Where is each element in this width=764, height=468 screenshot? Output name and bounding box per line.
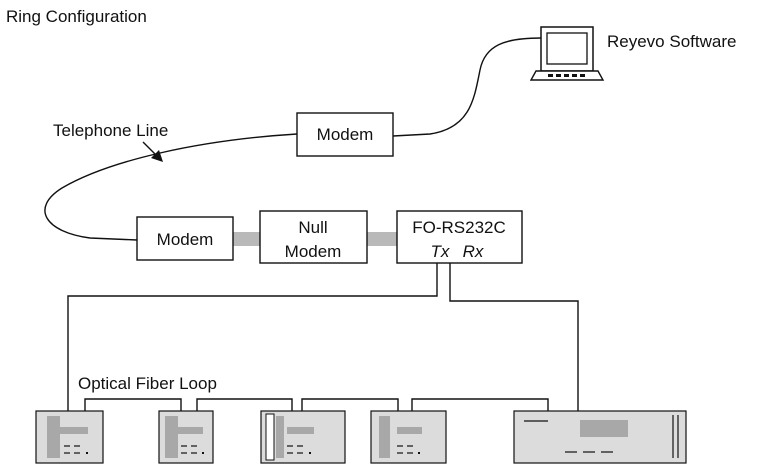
telephone-line	[44, 133, 298, 241]
modem-left-box	[136, 216, 234, 261]
fo-rs232c-label: FO-RS232C	[412, 218, 506, 237]
pointer-arrowhead	[151, 150, 163, 162]
telephone-line-label: Telephone Line	[53, 121, 168, 140]
fo-rx-label: Rx	[463, 242, 484, 261]
field-device-icon	[370, 410, 447, 464]
null-modem-label-line2: Modem	[285, 242, 342, 261]
optical-fiber-loop-label: Optical Fiber Loop	[78, 374, 217, 393]
loop-link-2	[196, 398, 293, 411]
field-device-icon	[158, 410, 214, 464]
fo-rs232c-box	[396, 210, 523, 264]
null-modem-box	[259, 210, 368, 264]
controller-panel-icon	[513, 410, 687, 464]
diagram-title: Ring Configuration	[6, 7, 147, 26]
loop-link-4	[411, 398, 549, 411]
modem-left-label: Modem	[157, 230, 214, 249]
connector-modem-nullmodem	[233, 232, 260, 246]
null-modem-label-line1: Null	[298, 218, 327, 237]
software-cable	[392, 37, 542, 137]
connector-nullmodem-fo	[367, 232, 397, 246]
software-label: Reyevo Software	[607, 32, 736, 51]
fo-tx-label: Tx	[431, 242, 450, 261]
computer-icon	[529, 26, 605, 81]
modem-top-label: Modem	[317, 125, 374, 144]
loop-link-1	[84, 398, 182, 411]
fiber-tx-line	[67, 263, 438, 411]
field-device-icon	[35, 410, 104, 464]
field-device-icon	[260, 410, 346, 464]
fiber-rx-line	[449, 263, 579, 411]
loop-link-3	[301, 398, 399, 411]
